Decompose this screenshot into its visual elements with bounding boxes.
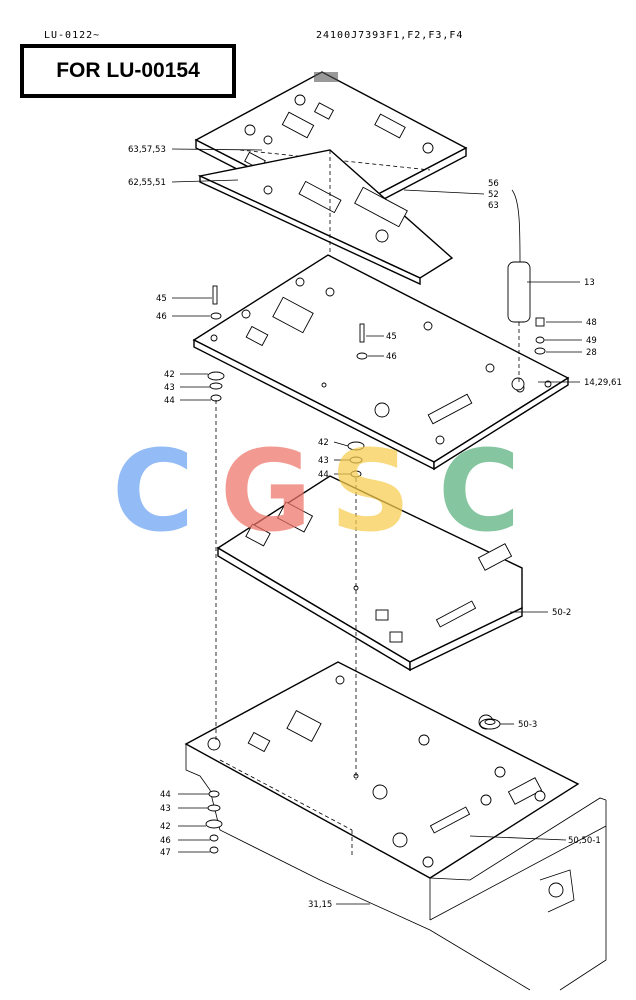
callout-46-center: 46 <box>386 352 397 362</box>
callout-42-left: 42 <box>164 370 175 380</box>
callout-47: 47 <box>160 848 171 858</box>
callout-44-bottom: 44 <box>160 790 171 800</box>
callout-28: 28 <box>586 348 597 358</box>
callout-44-left: 44 <box>164 396 175 406</box>
callout-14-29-61: 14,29,61 <box>584 378 622 388</box>
plate-50-2 <box>216 475 523 672</box>
callout-42-bottom: 42 <box>160 822 171 832</box>
watermark-letter-3: S <box>330 427 411 557</box>
callout-42-center: 42 <box>318 438 329 448</box>
sensor-rod <box>507 189 546 384</box>
part-code-label: 24100J7393F1,F2,F3,F4 <box>316 30 464 41</box>
mounting-plate <box>192 254 570 471</box>
callout-63-57-53: 63,57,53 <box>128 145 166 155</box>
callout-45-top: 45 <box>156 294 167 304</box>
watermark-letter-2: G <box>220 427 312 557</box>
callout-31-15: 31,15 <box>308 900 332 910</box>
base-housing <box>184 661 607 991</box>
callout-52: 52 <box>488 190 499 200</box>
callout-43-bottom: 43 <box>160 804 171 814</box>
callout-49: 49 <box>586 336 597 346</box>
model-range-label: LU-0122~ <box>44 30 101 41</box>
watermark-letter-4: C <box>438 427 521 557</box>
callout-labels: 63,57,53 62,55,51 56 52 63 13 45 46 45 4… <box>128 145 622 910</box>
callout-13: 13 <box>584 278 595 288</box>
fastener-stack-bottom <box>205 790 223 854</box>
callout-46-bottom: 46 <box>160 836 171 846</box>
callout-62-55-51: 62,55,51 <box>128 178 166 188</box>
washer-50-3 <box>479 718 501 730</box>
callout-56: 56 <box>488 179 499 189</box>
fastener-stack-center <box>347 323 368 780</box>
callout-50-3: 50-3 <box>518 720 537 730</box>
callout-46-top: 46 <box>156 312 167 322</box>
lower-gasket-plate <box>197 149 454 286</box>
callout-43-center: 43 <box>318 456 329 466</box>
callout-44-center: 44 <box>318 470 329 480</box>
leader-lines <box>171 148 582 905</box>
watermark-letter-1: C <box>112 427 195 557</box>
model-badge: FOR LU-00154 <box>20 44 236 98</box>
callout-43-left: 43 <box>164 383 175 393</box>
callout-63: 63 <box>488 201 499 211</box>
callout-50-2: 50-2 <box>552 608 571 618</box>
callout-50-50-1: 50,50-1 <box>568 836 601 846</box>
callout-48: 48 <box>586 318 597 328</box>
model-badge-text: FOR LU-00154 <box>56 59 200 82</box>
fastener-stack-left <box>207 285 225 740</box>
callout-45-center: 45 <box>386 332 397 342</box>
